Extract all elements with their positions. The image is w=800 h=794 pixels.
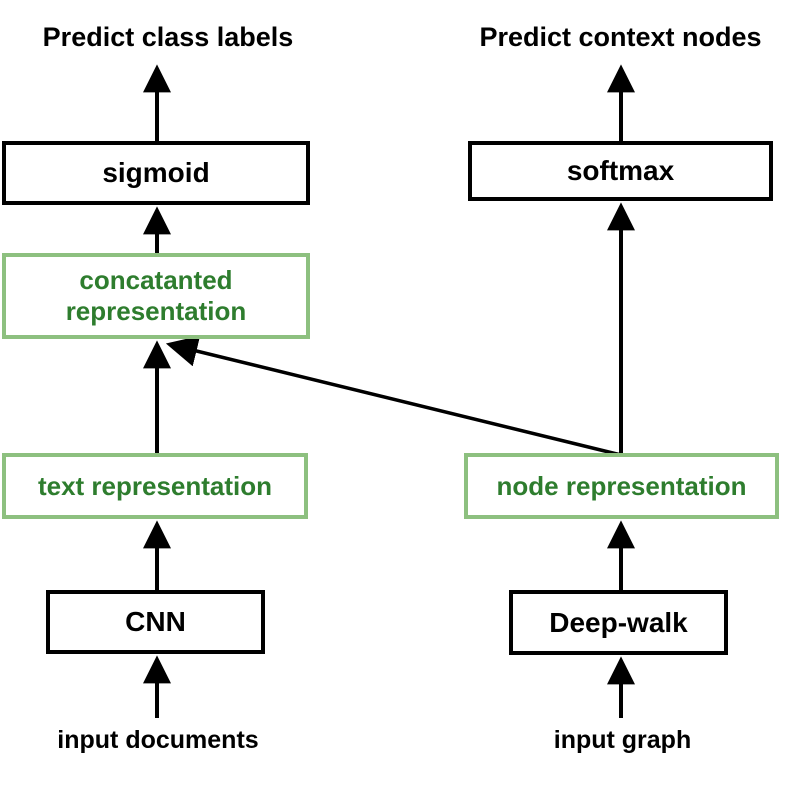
node-softmax[interactable]: softmax	[468, 141, 773, 201]
edge-node-to-concat-diagonal	[165, 335, 622, 457]
node-deep-walk-label: Deep-walk	[549, 606, 688, 638]
caption-predict-context-nodes: Predict context nodes	[479, 22, 762, 52]
node-node-representation-label: node representation	[496, 470, 747, 501]
node-concatanted-representation-label: concatanted representation	[65, 265, 247, 326]
node-concatanted-representation[interactable]: concatanted representation	[2, 253, 310, 339]
node-cnn[interactable]: CNN	[46, 590, 265, 654]
node-node-representation[interactable]: node representation	[464, 453, 779, 519]
caption-input-graph: input graph	[553, 726, 692, 754]
caption-predict-class-labels: Predict class labels	[42, 22, 294, 52]
node-text-representation[interactable]: text representation	[2, 453, 308, 519]
node-deep-walk[interactable]: Deep-walk	[509, 590, 728, 655]
node-softmax-label: softmax	[566, 155, 675, 187]
caption-input-documents: input documents	[57, 726, 259, 754]
node-sigmoid[interactable]: sigmoid	[2, 141, 310, 205]
node-text-representation-label: text representation	[37, 470, 273, 501]
node-sigmoid-label: sigmoid	[102, 157, 210, 189]
node-cnn-label: CNN	[125, 606, 186, 638]
